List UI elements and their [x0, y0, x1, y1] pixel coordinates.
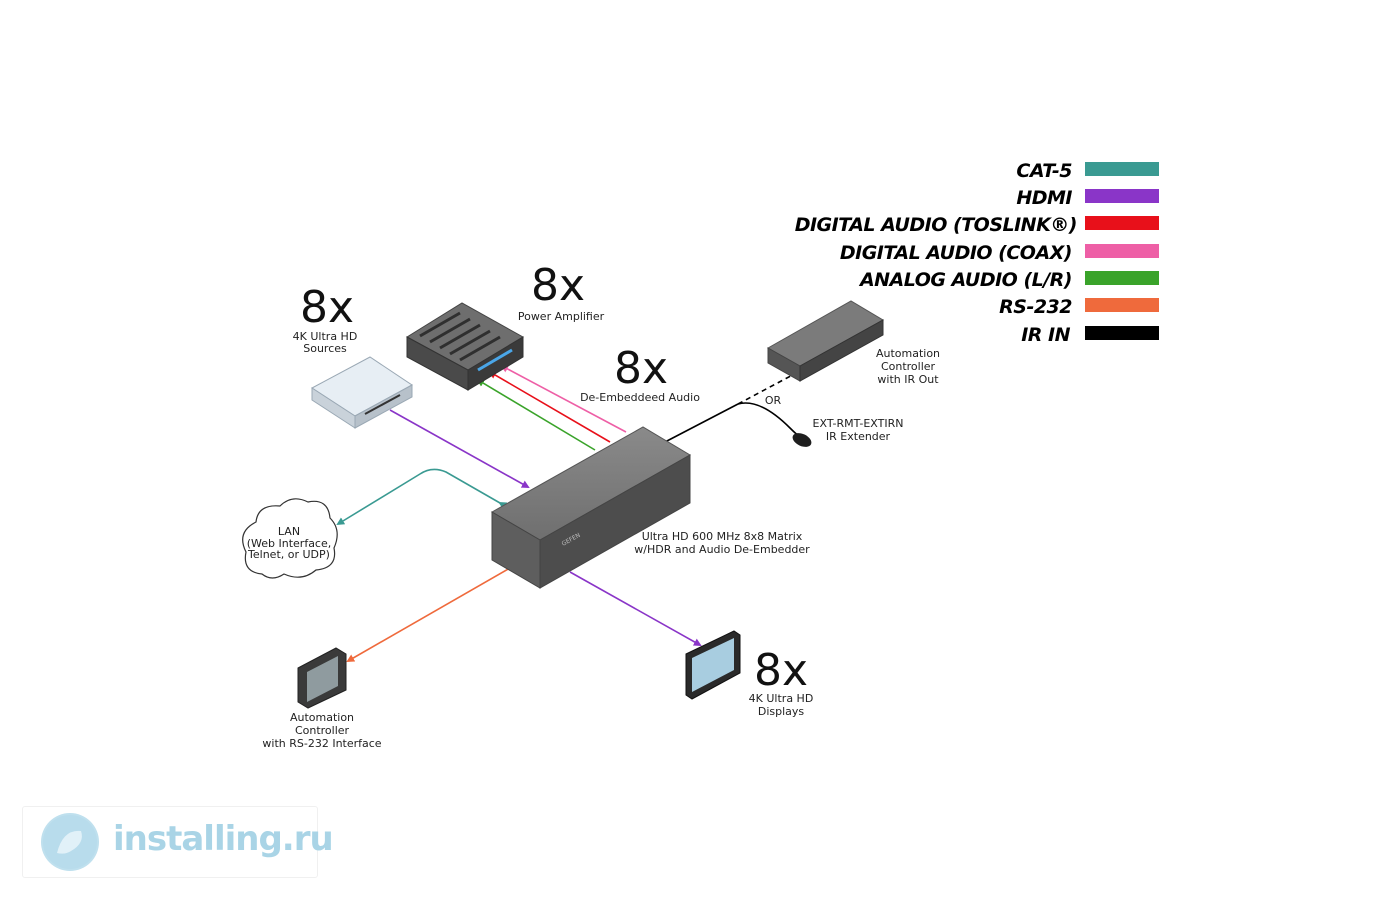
automation-rs232-line1: Automation: [290, 711, 354, 724]
ir-extender-cable: [737, 402, 801, 438]
rs232-line: [346, 561, 518, 662]
toslink-audio-line: [488, 370, 611, 443]
analog-audio-line: [476, 378, 596, 451]
legend: CAT-5 HDMI DIGITAL AUDIO (TOSLINK®) DIGI…: [795, 160, 1159, 346]
lan-line2: (Web Interface,: [247, 537, 332, 550]
lan-cloud: [242, 498, 338, 579]
displays-count: 8x: [754, 645, 808, 696]
legend-item-coax: DIGITAL AUDIO (COAX): [840, 242, 1159, 264]
automation-ir-line1: Automation: [876, 347, 940, 360]
legend-label: HDMI: [1016, 187, 1072, 209]
legend-item-analog: ANALOG AUDIO (L/R): [858, 269, 1159, 291]
source-device: [311, 356, 413, 429]
legend-item-rs232: RS-232: [999, 296, 1159, 318]
hdmi-source-line: [389, 409, 530, 488]
amplifier-count: 8x: [531, 260, 585, 311]
automation-rs232-line3: with RS-232 Interface: [262, 737, 381, 750]
legend-label: ANALOG AUDIO (L/R): [858, 269, 1072, 291]
legend-swatch: [1085, 326, 1159, 340]
matrix-device: GEFEN: [490, 426, 691, 589]
automation-ir-line3: with IR Out: [877, 373, 939, 386]
lan-line3: Telnet, or UDP): [247, 548, 330, 561]
matrix-line1: Ultra HD 600 MHz 8x8 Matrix: [642, 530, 803, 543]
legend-label: IR IN: [1021, 324, 1070, 346]
amplifier-device: [406, 302, 524, 391]
legend-swatch: [1085, 271, 1159, 285]
connections: [336, 365, 801, 662]
deembedded-count: 8x: [614, 343, 668, 394]
legend-label: RS-232: [999, 296, 1072, 318]
displays-label-line2: Displays: [758, 705, 805, 718]
automation-ir-line2: Controller: [881, 360, 936, 373]
watermark: installing.ru: [22, 806, 334, 878]
legend-swatch: [1085, 162, 1159, 176]
legend-label: DIGITAL AUDIO (COAX): [840, 242, 1072, 264]
legend-swatch: [1085, 189, 1159, 203]
legend-item-ir-in: IR IN: [1021, 324, 1159, 346]
ir-extender-device: [792, 433, 812, 447]
cat5-lan-line: [336, 468, 508, 526]
legend-item-hdmi: HDMI: [1016, 187, 1159, 209]
displays-label-line1: 4K Ultra HD: [749, 692, 814, 705]
watermark-logo-icon: [41, 813, 99, 871]
automation-rs232-device: [297, 647, 347, 709]
legend-item-toslink: DIGITAL AUDIO (TOSLINK®): [795, 214, 1159, 236]
ir-extender-line2: IR Extender: [826, 430, 891, 443]
sources-label-line1: 4K Ultra HD: [293, 330, 358, 343]
automation-ir-device: [766, 300, 885, 382]
ir-dashed-line: [737, 370, 801, 405]
deembedded-label: De-Embeddeed Audio: [580, 391, 700, 404]
watermark-text: installing.ru: [113, 819, 334, 859]
lan-line1: LAN: [278, 525, 300, 538]
matrix-line2: w/HDR and Audio De-Embedder: [634, 543, 810, 556]
sources-count: 8x: [300, 282, 354, 333]
amplifier-label: Power Amplifier: [518, 310, 605, 323]
legend-item-cat5: CAT-5: [1016, 160, 1159, 182]
ir-extender-line1: EXT-RMT-EXTIRN: [813, 417, 904, 430]
legend-label: DIGITAL AUDIO (TOSLINK®): [795, 214, 1077, 236]
sources-label-line2: Sources: [303, 342, 347, 355]
legend-label: CAT-5: [1016, 160, 1072, 182]
display-device: [685, 630, 741, 700]
coax-audio-line: [500, 365, 627, 433]
legend-swatch: [1085, 216, 1159, 230]
legend-swatch: [1085, 298, 1159, 312]
automation-rs232-line2: Controller: [295, 724, 350, 737]
hdmi-display-line: [569, 571, 702, 646]
or-label: OR: [765, 394, 782, 407]
ir-line: [664, 403, 739, 443]
legend-swatch: [1085, 244, 1159, 258]
